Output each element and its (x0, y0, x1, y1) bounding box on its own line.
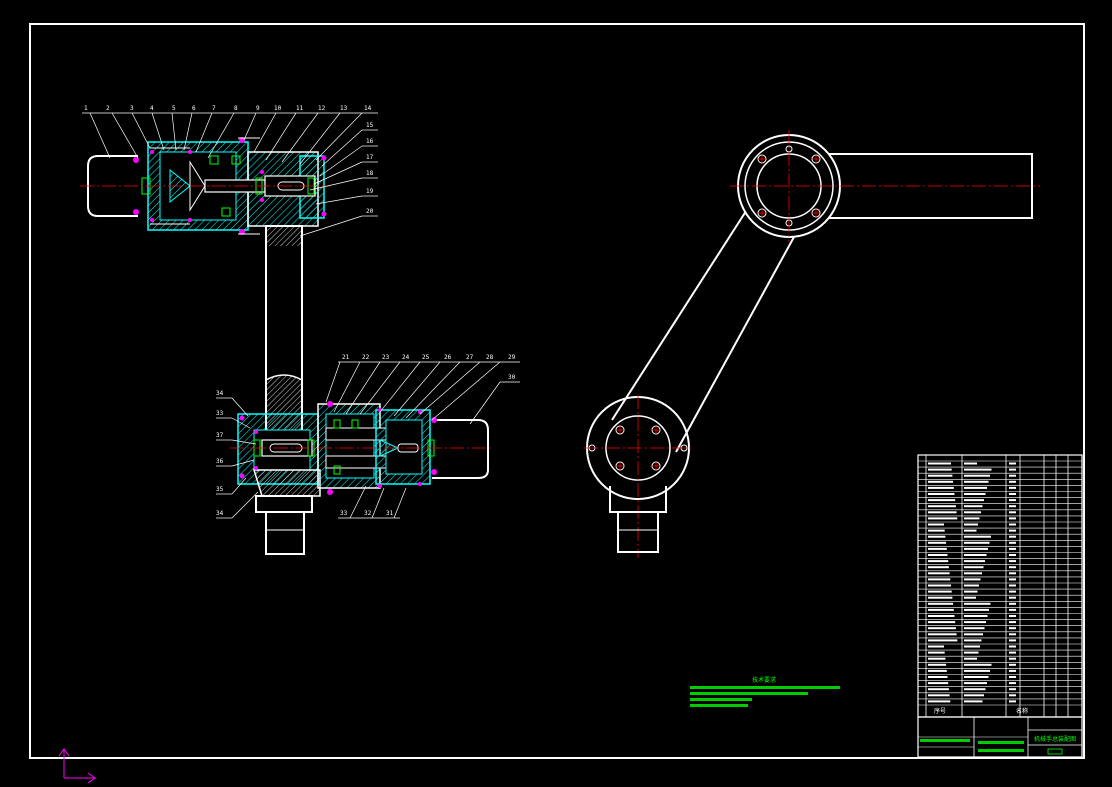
ucs-icon (58, 748, 96, 784)
balloon-left-5: 35 (216, 486, 224, 493)
balloon-left-2: 33 (216, 410, 224, 417)
upper-joint-section (80, 137, 330, 443)
top-balloon-labels: 1 2 3 4 5 6 7 8 9 10 11 12 13 14 15 16 1… (84, 105, 374, 215)
balloon-13: 13 (340, 105, 348, 112)
balloon-19: 19 (366, 188, 374, 195)
balloon-left-3: 37 (216, 432, 224, 439)
balloon-1: 1 (84, 105, 88, 112)
balloon-under-2: 32 (364, 510, 372, 517)
balloon-22: 22 (362, 354, 370, 361)
balloon-6: 6 (192, 105, 196, 112)
balloon-21: 21 (342, 354, 350, 361)
balloon-10: 10 (274, 105, 282, 112)
balloon-left-6: 34 (216, 510, 224, 517)
balloon-27: 27 (466, 354, 474, 361)
balloon-25: 25 (422, 354, 430, 361)
balloon-20: 20 (366, 208, 374, 215)
balloon-15: 15 (366, 122, 374, 129)
balloon-left-1: 34 (216, 390, 224, 397)
balloon-30: 30 (508, 374, 516, 381)
balloon-18: 18 (366, 170, 374, 177)
balloon-24: 24 (402, 354, 410, 361)
balloon-left-4: 36 (216, 458, 224, 465)
balloon-29: 29 (508, 354, 516, 361)
bom-header-name: 名称 (1016, 707, 1028, 715)
bottom-balloon-labels: 21 22 23 24 25 26 27 28 29 30 34 33 37 3… (216, 354, 516, 517)
balloon-12: 12 (318, 105, 326, 112)
balloon-9: 9 (256, 105, 260, 112)
drawing-title: 机械手总装配图 (1034, 735, 1076, 743)
bom-header-seq: 序号 (934, 707, 946, 715)
balloon-8: 8 (234, 105, 238, 112)
balloon-16: 16 (366, 138, 374, 145)
balloon-2: 2 (106, 105, 110, 112)
balloon-11: 11 (296, 105, 304, 112)
balloon-14: 14 (364, 105, 372, 112)
balloon-28: 28 (486, 354, 494, 361)
bottom-leader-lines (216, 361, 520, 519)
parts-list: 序号 名称 (917, 454, 1083, 718)
balloon-26: 26 (444, 354, 452, 361)
balloon-under-3: 31 (386, 510, 394, 517)
balloon-5: 5 (172, 105, 176, 112)
notes-title: 技术要求 (752, 676, 776, 684)
side-view (584, 130, 1040, 558)
title-block: 机械手总装配图 (917, 716, 1083, 758)
balloon-17: 17 (366, 154, 374, 161)
balloon-under-1: 33 (340, 510, 348, 517)
balloon-4: 4 (150, 105, 154, 112)
top-leader-lines (82, 112, 378, 237)
technical-notes: 技术要求 (690, 676, 840, 707)
drawing-border (29, 23, 1085, 759)
balloon-23: 23 (382, 354, 390, 361)
balloon-3: 3 (130, 105, 134, 112)
balloon-7: 7 (212, 105, 216, 112)
lower-joint-section (230, 374, 494, 555)
